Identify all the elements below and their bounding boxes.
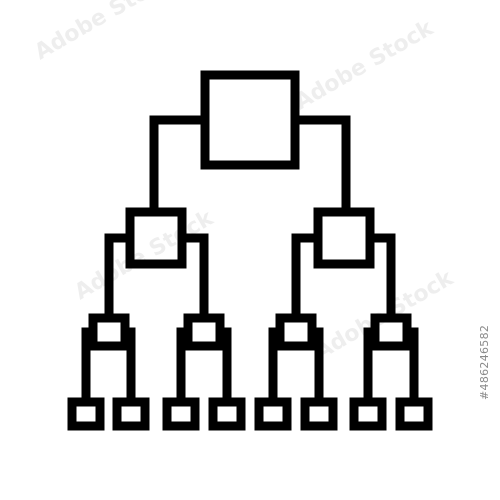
level2-node-1 — [88, 313, 130, 351]
level2-1-connector-a — [81, 327, 98, 407]
leaf-node-5 — [254, 397, 292, 431]
root-node — [200, 70, 300, 170]
leaf-node-4 — [208, 397, 246, 431]
level2-node-2 — [183, 313, 225, 351]
level2-node-3 — [275, 313, 317, 351]
leaf-node-8 — [395, 397, 433, 431]
level2-1-connector-b — [120, 327, 136, 407]
level1-left-connector-b — [177, 233, 209, 323]
leaf-node-6 — [300, 397, 338, 431]
level2-3-connector-a — [268, 327, 285, 407]
root-connector-left — [149, 115, 210, 217]
leaf-node-7 — [349, 397, 387, 431]
level2-2-connector-a — [176, 327, 193, 407]
leaf-node-3 — [162, 397, 200, 431]
leaf-node-1 — [67, 397, 105, 431]
level1-right-connector-a — [291, 233, 323, 323]
level2-node-4 — [370, 313, 412, 351]
level1-left-connector-a — [104, 233, 135, 323]
leaf-node-2 — [112, 397, 150, 431]
level1-node-left — [125, 207, 187, 269]
stock-id-label: #486246582 — [478, 324, 491, 400]
level2-2-connector-b — [215, 327, 232, 407]
level2-3-connector-b — [307, 327, 324, 407]
org-chart-graphic — [67, 70, 433, 431]
level2-4-connector-b — [402, 327, 419, 407]
level1-right-connector-b — [365, 233, 396, 323]
level1-node-right — [313, 207, 375, 269]
root-connector-right — [290, 115, 351, 217]
level2-4-connector-a — [363, 327, 380, 407]
